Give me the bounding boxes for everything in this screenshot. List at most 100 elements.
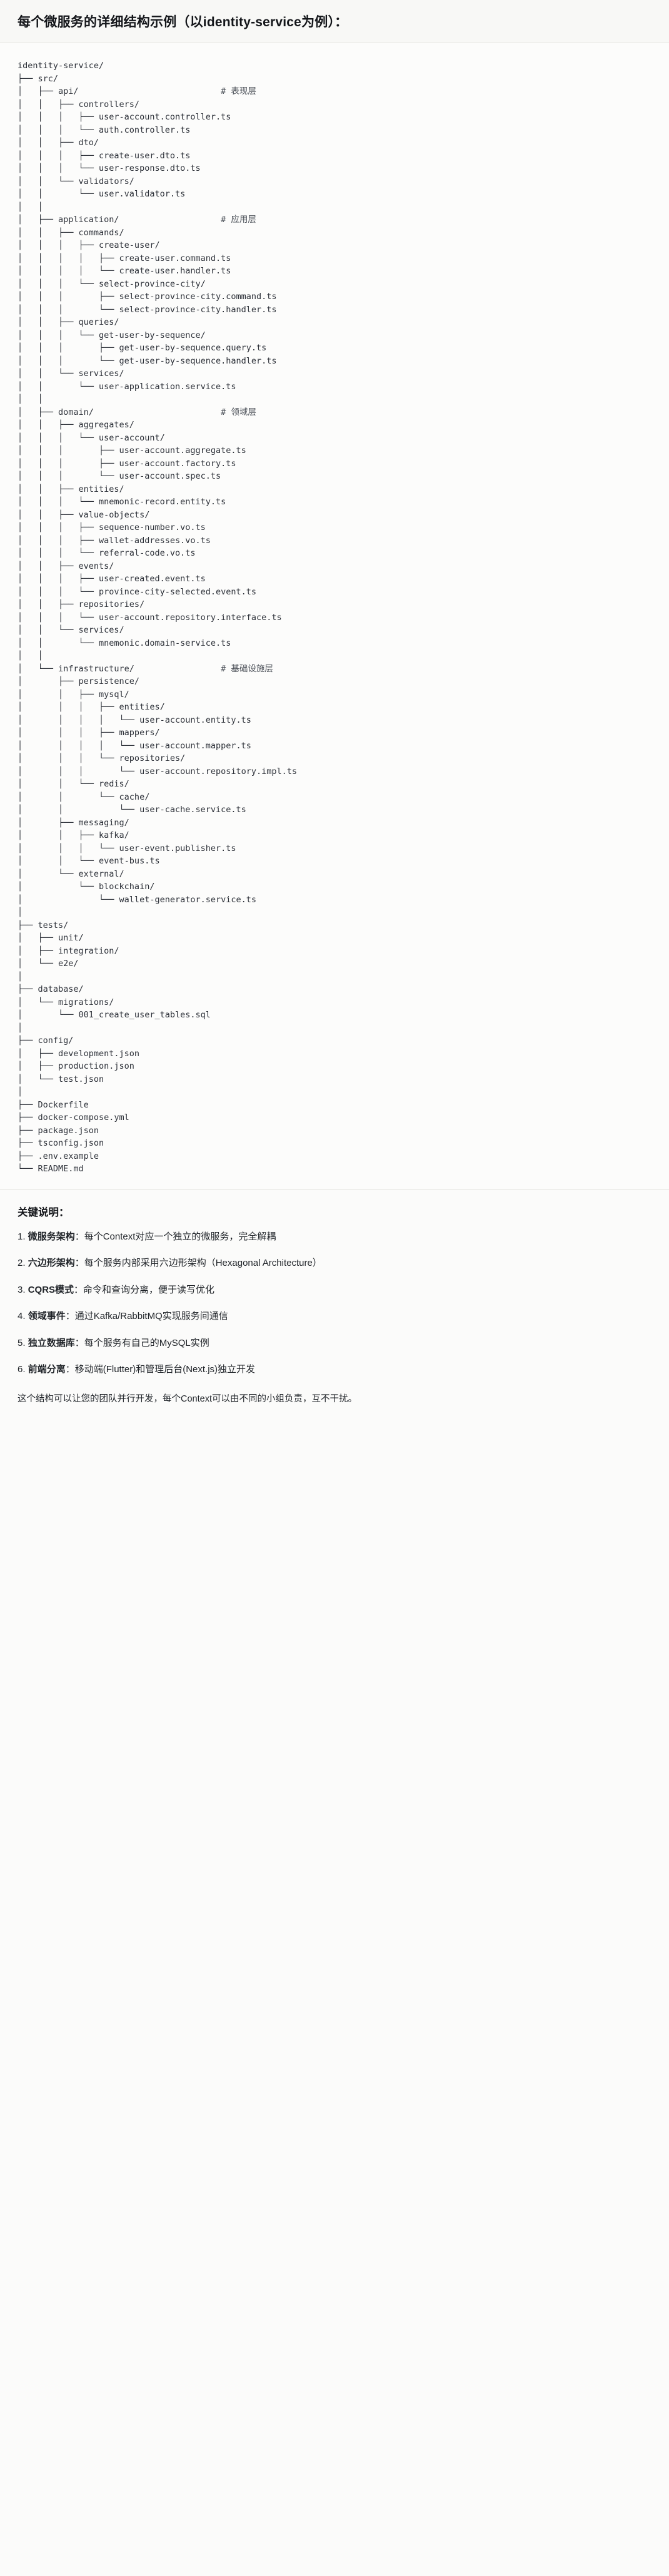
tree-line: │ │ │ ├── wallet-addresses.vo.ts — [18, 534, 651, 547]
tree-line: │ — [18, 1022, 651, 1035]
tree-line: │ │ │ ├── create-user/ — [18, 239, 651, 252]
tree-node-label: │ │ │ ├── sequence-number.vo.ts — [18, 522, 206, 533]
tree-node-label: │ ├── application/ — [18, 215, 119, 225]
key-note-term: CQRS模式 — [28, 1284, 74, 1295]
tree-line: │ │ ├── queries/ — [18, 316, 651, 329]
tree-line: │ — [18, 1086, 651, 1099]
tree-line: │ │ ├── repositories/ — [18, 598, 651, 611]
tree-line: └── README.md — [18, 1163, 651, 1176]
tree-line: ├── tsconfig.json — [18, 1137, 651, 1150]
tree-line: │ │ │ ├── entities/ — [18, 701, 651, 714]
document-header: 每个微服务的详细结构示例（以identity-service为例）： — [0, 0, 669, 44]
tree-node-label: │ │ │ └── user-account.repository.impl.t… — [18, 766, 298, 776]
tree-line: │ │ │ │ └── user-account.mapper.ts — [18, 740, 651, 753]
tree-line: ├── .env.example — [18, 1150, 651, 1163]
tree-line: │ │ └── redis/ — [18, 778, 651, 791]
tree-line: │ │ └── services/ — [18, 624, 651, 637]
tree-node-label: │ │ │ └── user-event.publisher.ts — [18, 843, 236, 853]
tree-node-label: ├── .env.example — [18, 1151, 99, 1161]
tree-line: │ │ │ ├── user-account.controller.ts — [18, 111, 651, 124]
tree-line: │ ├── development.json — [18, 1047, 651, 1061]
tree-node-label: │ │ │ │ └── user-account.mapper.ts — [18, 740, 251, 751]
closing-statement: 这个结构可以让您的团队并行开发，每个Context可以由不同的小组负责，互不干扰… — [18, 1393, 357, 1404]
key-note-separator: ： — [74, 1337, 84, 1348]
tree-node-label: ├── tests/ — [18, 920, 69, 930]
tree-node-label: │ ├── api/ — [18, 86, 79, 97]
tree-line: │ ├── production.json — [18, 1060, 651, 1073]
tree-line: │ │ │ └── get-user-by-sequence.handler.t… — [18, 355, 651, 368]
tree-node-label: │ ├── domain/ — [18, 407, 94, 417]
tree-line: │ — [18, 970, 651, 984]
tree-line: ├── database/ — [18, 983, 651, 996]
tree-node-label: │ │ │ └── referral-code.vo.ts — [18, 548, 196, 559]
tree-line: ├── package.json — [18, 1124, 651, 1138]
tree-node-label: │ — [18, 1022, 23, 1033]
tree-node-label: │ │ ├── kafka/ — [18, 830, 129, 841]
tree-node-label: │ └── infrastructure/ — [18, 663, 134, 674]
tree-node-label: │ │ └── user-application.service.ts — [18, 381, 236, 392]
page-title: 每个微服务的详细结构示例（以identity-service为例）： — [18, 15, 348, 29]
tree-node-label: │ │ │ ├── user-account.controller.ts — [18, 112, 231, 123]
key-note-separator: ： — [74, 1258, 84, 1269]
tree-node-label: │ │ └── mnemonic.domain-service.ts — [18, 638, 231, 648]
key-note-term: 微服务架构 — [28, 1231, 75, 1242]
tree-node-label: │ │ │ └── user-account.repository.interf… — [18, 612, 282, 623]
tree-line: │ └── wallet-generator.service.ts — [18, 893, 651, 907]
tree-line: │ └── external/ — [18, 868, 651, 881]
tree-line: │ └── e2e/ — [18, 957, 651, 970]
tree-line: │ │ │ │ └── user-account.entity.ts — [18, 714, 651, 727]
tree-layer-comment: # 领域层 — [221, 407, 256, 417]
tree-node-label: │ │ │ ├── mappers/ — [18, 728, 160, 738]
tree-node-label: │ │ │ ├── entities/ — [18, 702, 165, 713]
tree-node-label: ├── src/ — [18, 73, 59, 84]
key-note-separator: ： — [65, 1311, 75, 1322]
key-note-description: 移动端(Flutter)和管理后台(Next.js)独立开发 — [74, 1364, 256, 1375]
tree-line: │ └── infrastructure/ # 基础设施层 — [18, 663, 651, 676]
tree-node-label: │ └── test.json — [18, 1074, 104, 1084]
key-note-term: 独立数据库 — [28, 1337, 75, 1348]
tree-line: │ │ — [18, 649, 651, 663]
tree-node-label: │ └── external/ — [18, 868, 124, 879]
tree-line: │ │ │ ├── user-account.aggregate.ts — [18, 444, 651, 457]
tree-line: │ │ ├── events/ — [18, 560, 651, 573]
key-note-number: 4. — [18, 1311, 28, 1322]
tree-node-label: │ ├── messaging/ — [18, 817, 129, 828]
tree-node-label: │ │ └── services/ — [18, 625, 124, 636]
tree-line: │ │ └── user.validator.ts — [18, 188, 651, 201]
tree-line: │ │ │ └── repositories/ — [18, 752, 651, 765]
tree-line: ├── docker-compose.yml — [18, 1111, 651, 1124]
tree-node-label: │ │ ├── mysql/ — [18, 689, 129, 700]
tree-line: │ │ ├── entities/ — [18, 483, 651, 496]
tree-line: ├── src/ — [18, 73, 651, 86]
tree-line: │ │ └── user-cache.service.ts — [18, 803, 651, 817]
tree-line: │ │ │ │ └── create-user.handler.ts — [18, 265, 651, 278]
tree-node-label: │ │ └── redis/ — [18, 779, 129, 790]
tree-node-label: │ │ └── cache/ — [18, 792, 150, 802]
tree-line: identity-service/ — [18, 59, 651, 73]
tree-line: │ └── migrations/ — [18, 996, 651, 1009]
tree-line: │ │ │ ├── create-user.dto.ts — [18, 150, 651, 163]
tree-node-label: │ │ │ ├── create-user.dto.ts — [18, 150, 191, 161]
tree-line: │ │ ├── dto/ — [18, 136, 651, 150]
tree-node-label: │ │ ├── aggregates/ — [18, 420, 134, 430]
tree-line: ├── tests/ — [18, 919, 651, 932]
key-note-item: 1. 微服务架构：每个Context对应一个独立的微服务，完全解耦 — [18, 1230, 651, 1245]
tree-line: │ ├── domain/ # 领域层 — [18, 406, 651, 419]
tree-node-label: │ │ │ ├── user-account.aggregate.ts — [18, 445, 246, 456]
tree-line: │ │ ├── kafka/ — [18, 829, 651, 842]
tree-node-label: │ ├── persistence/ — [18, 676, 140, 687]
tree-line: │ │ │ ├── select-province-city.command.t… — [18, 290, 651, 303]
tree-line: │ │ └── event-bus.ts — [18, 855, 651, 868]
tree-node-label: │ │ │ └── mnemonic-record.entity.ts — [18, 497, 226, 507]
tree-node-label: │ ├── integration/ — [18, 945, 119, 956]
tree-node-label: │ │ │ │ └── user-account.entity.ts — [18, 715, 251, 725]
tree-line: │ └── blockchain/ — [18, 880, 651, 893]
tree-node-label: │ │ ├── entities/ — [18, 484, 124, 494]
tree-node-label: ├── database/ — [18, 984, 84, 995]
tree-node-label: │ │ ├── events/ — [18, 561, 114, 571]
tree-line: │ ├── messaging/ — [18, 817, 651, 830]
key-note-number: 6. — [18, 1364, 28, 1375]
key-note-description: 每个Context对应一个独立的微服务，完全解耦 — [84, 1231, 276, 1242]
tree-node-label: │ — [18, 907, 23, 918]
tree-line: │ ├── integration/ — [18, 945, 651, 958]
